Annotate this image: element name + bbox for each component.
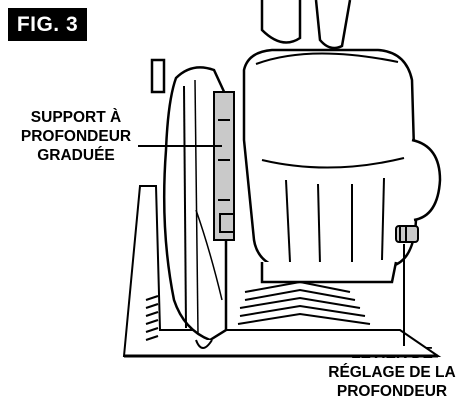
blade-guard — [150, 58, 228, 342]
depth-lever-label-line-2: RÉGLAGE DE LA — [328, 364, 456, 381]
callout-leader-lines — [138, 145, 405, 346]
motor-housing — [242, 0, 442, 284]
depth-support-label-line-3: GRADUÉE — [37, 147, 115, 164]
depth-support-label-line-1: SUPPORT À — [30, 109, 122, 126]
figure-label: FIG. 3 — [8, 8, 87, 41]
depth-lever-label-line-3: PROFONDEUR — [336, 383, 448, 400]
base-knob — [195, 339, 213, 349]
depth-support-label-line-2: PROFONDEUR — [20, 128, 132, 145]
depth-adjustment-lever — [395, 225, 419, 243]
depth-support-label: SUPPORT À PROFONDEUR GRADUÉE — [6, 108, 146, 165]
saw-base-plate — [122, 185, 442, 358]
graduated-depth-support — [213, 91, 235, 241]
